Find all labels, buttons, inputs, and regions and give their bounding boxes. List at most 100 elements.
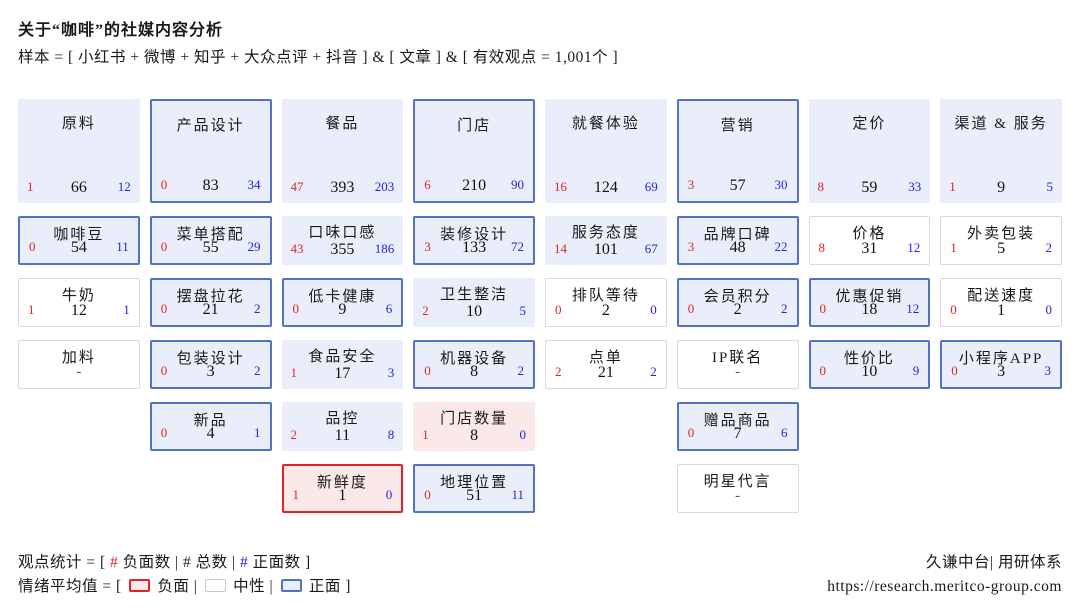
- cell-positive-value: 29: [247, 239, 261, 254]
- cell-negative-value: 3: [424, 239, 431, 254]
- cell-label: 外卖包装: [967, 226, 1036, 242]
- legend-sentiment-pos-label: 正面 ]: [308, 578, 351, 596]
- cell-label: 就餐体验: [571, 116, 640, 132]
- cell-negative-value: 0: [819, 363, 827, 378]
- cell-negative-value: 0: [160, 363, 168, 378]
- cell-positive-value: 90: [511, 177, 524, 192]
- cell-total-value: 101: [593, 241, 618, 258]
- cell-total-value: 31: [861, 240, 878, 257]
- cell-label: 定价: [852, 116, 887, 132]
- cell-positive-value: 9: [912, 363, 920, 378]
- cell-negative-value: 0: [819, 301, 827, 316]
- cell-negative-value: 47: [290, 179, 304, 194]
- cell-label: 新品: [193, 413, 228, 429]
- positive-swatch-icon: [280, 579, 302, 593]
- cell-label: 品牌口碑: [703, 227, 772, 243]
- category-header-cell: 餐品 47 393 203: [281, 99, 404, 203]
- cell-negative-value: 1: [950, 240, 957, 255]
- cell-negative-value: 2: [290, 427, 298, 442]
- cell-positive-value: 34: [247, 177, 261, 192]
- cell-total-value: 4: [206, 425, 215, 442]
- cell-label: 摆盘拉花: [176, 289, 245, 305]
- cell-label: 餐品: [325, 116, 360, 132]
- cell-total-value: 8: [470, 427, 479, 444]
- cell-negative-value: 0: [950, 302, 957, 317]
- cell-label: 渠道 & 服务: [954, 116, 1048, 132]
- cell-values: -: [735, 364, 741, 380]
- cell-total-value: 17: [334, 365, 351, 382]
- cell-positive-value: 5: [519, 303, 527, 318]
- cell-values: 1 12 1: [28, 302, 130, 322]
- cell-total-value: 393: [330, 179, 355, 196]
- cell-negative-value: 3: [687, 239, 695, 254]
- cell-total-value: 83: [202, 177, 219, 194]
- cell-total-value: 21: [597, 364, 614, 381]
- cell-negative-value: 16: [554, 179, 567, 194]
- research-url-link[interactable]: https://research.meritco-group.com: [827, 578, 1062, 596]
- cell-negative-value: 1: [422, 427, 429, 442]
- cell-negative-value: 0: [160, 425, 168, 440]
- cell-label: IP联名: [711, 350, 764, 366]
- cell-total-value: 57: [729, 177, 746, 194]
- cell-values: -: [735, 488, 741, 504]
- cell-positive-value: 22: [774, 239, 788, 254]
- negative-count-symbol: #: [110, 554, 119, 571]
- category-cell: IP联名-: [676, 340, 799, 389]
- cell-negative-value: 2: [555, 364, 562, 379]
- cell-negative-value: 0: [687, 301, 695, 316]
- cell-positive-value: 1: [123, 302, 130, 317]
- category-cell: 加料-: [18, 340, 140, 389]
- cell-positive-value: 0: [1045, 302, 1053, 317]
- cell-positive-value: 2: [254, 363, 261, 378]
- cell-label: 品控: [325, 411, 360, 427]
- neutral-swatch-icon: [204, 579, 226, 593]
- cell-positive-value: 3: [1044, 363, 1052, 378]
- cell-positive-value: 2: [254, 301, 261, 316]
- cell-negative-value: 0: [951, 363, 958, 378]
- cell-label: 性价比: [843, 351, 895, 367]
- cell-negative-value: 0: [555, 302, 562, 317]
- cell-label: 营销: [720, 118, 755, 134]
- cell-negative-value: 6: [424, 177, 431, 192]
- cell-negative-value: 8: [818, 240, 826, 255]
- cell-negative-value: 1: [27, 179, 34, 194]
- cell-label: 价格: [852, 226, 887, 242]
- negative-swatch-icon: [129, 579, 151, 593]
- cell-label: 门店: [457, 118, 492, 134]
- cell-label: 菜单搭配: [176, 227, 245, 243]
- cell-positive-value: 2: [781, 301, 788, 316]
- cell-negative-value: 1: [28, 302, 35, 317]
- cell-positive-value: 203: [374, 179, 395, 194]
- cell-positive-value: 3: [387, 365, 395, 380]
- cell-positive-value: 33: [908, 179, 922, 194]
- cell-total-value: 12: [70, 302, 87, 319]
- cell-label: 低卡健康: [308, 289, 377, 305]
- cell-total-value: 11: [334, 427, 351, 444]
